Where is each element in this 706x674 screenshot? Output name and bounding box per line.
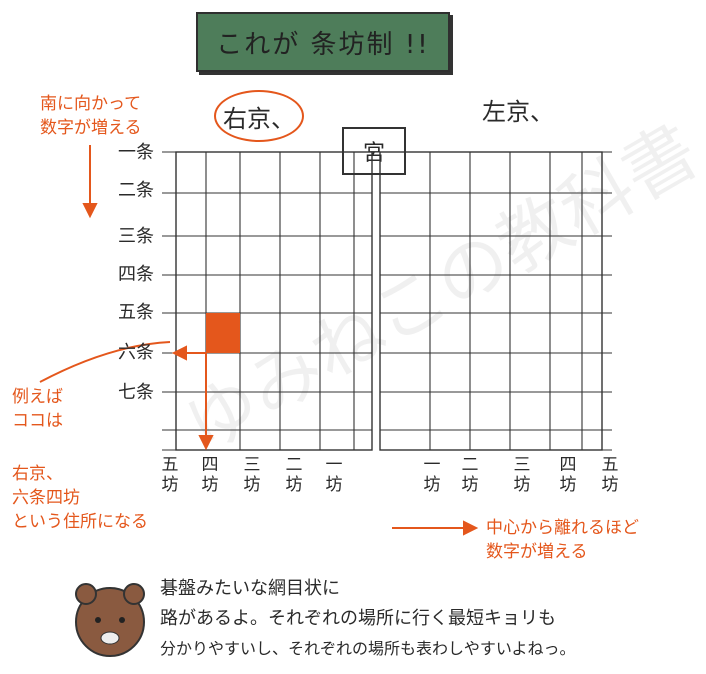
example-note: 例えば ココは bbox=[12, 385, 63, 433]
sakyo-bo-label-1: 一坊 bbox=[423, 455, 441, 495]
bear-icon bbox=[75, 583, 145, 657]
right-note: 中心から離れるほど 数字が増える bbox=[486, 516, 639, 564]
palace-box: 宮 bbox=[342, 127, 406, 175]
ukyo-label: 右京、 bbox=[214, 90, 304, 142]
bottom-line1: 碁盤みたいな網目状に bbox=[160, 578, 340, 599]
highlight-block bbox=[206, 313, 240, 353]
jo-label-3: 三条 bbox=[118, 226, 154, 247]
south-note: 南に向かって 数字が増える bbox=[40, 92, 142, 140]
sakyo-label: 左京、 bbox=[482, 98, 554, 126]
bottom-line2: 路があるよ。それぞれの場所に行く最短キョリも bbox=[160, 608, 556, 629]
address-note: 右京、 六条四坊 という住所になる bbox=[12, 462, 148, 534]
sakyo-bo-label-4: 四坊 bbox=[559, 455, 577, 495]
address-note-line3: という住所になる bbox=[12, 512, 148, 532]
south-note-line1: 南に向かって bbox=[40, 94, 142, 114]
example-note-line2: ココは bbox=[12, 411, 63, 431]
ukyo-bo-label-3: 三坊 bbox=[243, 455, 261, 495]
jo-label-6: 六条 bbox=[118, 342, 154, 363]
ukyo-bo-label-2: 四坊 bbox=[201, 455, 219, 495]
jo-label-5: 五条 bbox=[118, 302, 154, 323]
bottom-caption: 碁盤みたいな網目状に 路があるよ。それぞれの場所に行く最短キョリも 分かりやすい… bbox=[160, 574, 576, 664]
address-note-line2: 六条四坊 bbox=[12, 488, 80, 508]
jo-label-2: 二条 bbox=[118, 180, 154, 201]
jo-label-1: 一条 bbox=[118, 142, 154, 163]
right-note-line2: 数字が増える bbox=[486, 542, 588, 562]
sakyo-grid-border bbox=[379, 151, 603, 451]
right-note-line1: 中心から離れるほど bbox=[486, 518, 639, 538]
sakyo-bo-label-2: 二坊 bbox=[461, 455, 479, 495]
address-note-line1: 右京、 bbox=[12, 464, 63, 484]
sakyo-bo-label-5: 五坊 bbox=[601, 455, 619, 495]
title-banner: これが 条坊制 !! bbox=[196, 12, 450, 72]
jo-label-7: 七条 bbox=[118, 382, 154, 403]
jo-label-4: 四条 bbox=[118, 264, 154, 285]
south-note-line2: 数字が増える bbox=[40, 118, 142, 138]
ukyo-text: 右京、 bbox=[223, 104, 295, 133]
example-note-line1: 例えば bbox=[12, 387, 63, 407]
ukyo-bo-label-1: 五坊 bbox=[161, 455, 179, 495]
bottom-line3: 分かりやすいし、それぞれの場所も表わしやすいよねっ。 bbox=[160, 639, 576, 658]
page-title: これが 条坊制 !! bbox=[216, 29, 430, 60]
ukyo-bo-label-4: 二坊 bbox=[285, 455, 303, 495]
sakyo-bo-label-3: 三坊 bbox=[513, 455, 531, 495]
ukyo-bo-label-5: 一坊 bbox=[325, 455, 343, 495]
